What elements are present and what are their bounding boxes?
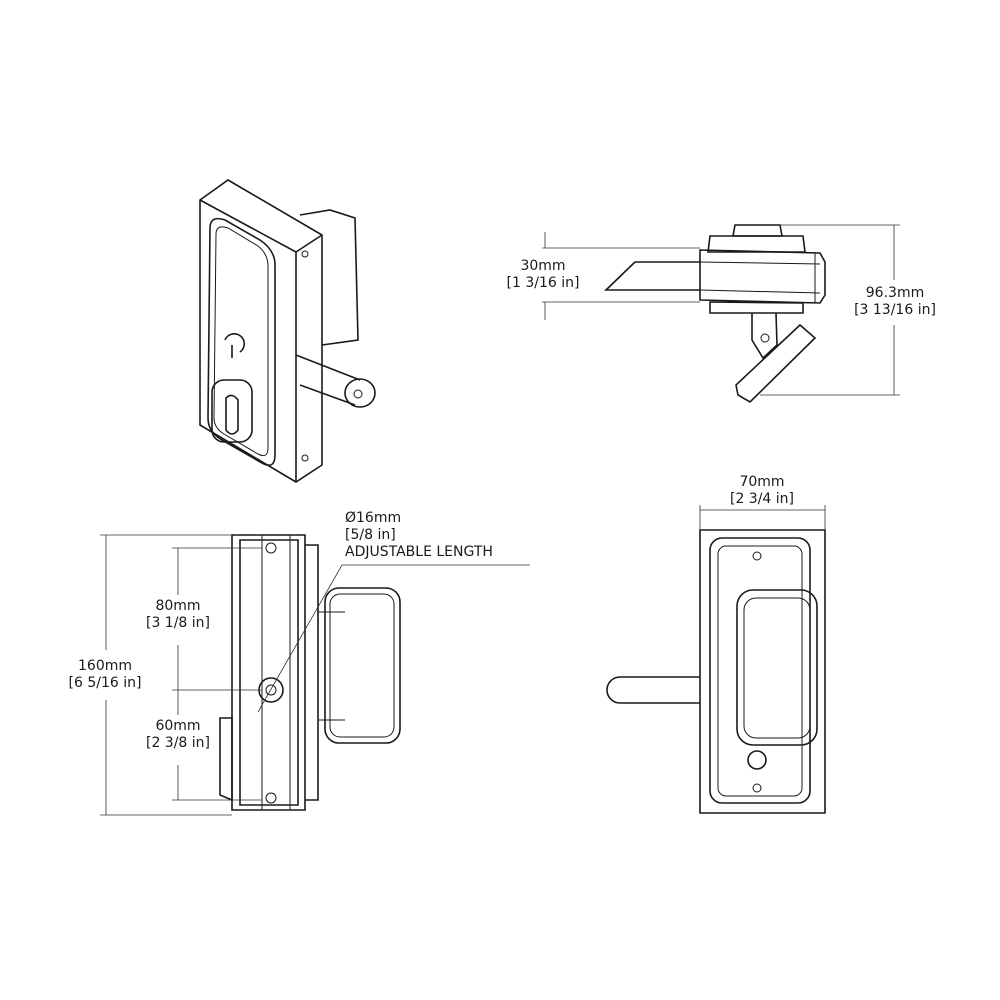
dim-metric: 96.3mm: [865, 285, 925, 301]
dim-metric: 70mm: [739, 474, 785, 490]
dim-metric: 80mm: [155, 598, 201, 614]
dim-overall-height: 160mm[6 5/16 in]: [50, 658, 160, 692]
dim-note: ADJUSTABLE LENGTH: [345, 544, 493, 560]
front-view: [606, 505, 826, 814]
dim-metric: 160mm: [78, 658, 132, 674]
dim-metric: Ø16mm: [345, 510, 402, 526]
dim-top-height: 96.3mm[3 13/16 in]: [840, 285, 950, 319]
isometric-view: [199, 179, 376, 483]
dim-upper-spacing: 80mm[3 1/8 in]: [128, 598, 228, 632]
dim-front-width: 70mm[2 3/4 in]: [712, 474, 812, 508]
dim-imperial: [6 5/16 in]: [68, 675, 142, 691]
top-view: [542, 224, 900, 403]
dim-imperial: [3 1/8 in]: [145, 615, 211, 631]
dim-imperial: [3 13/16 in]: [854, 302, 936, 318]
dim-metric: 60mm: [155, 718, 201, 734]
dim-lower-spacing: 60mm[2 3/8 in]: [128, 718, 228, 752]
dim-imperial: [5/8 in]: [345, 527, 396, 543]
dim-metric: 30mm: [520, 258, 566, 274]
side-view: [100, 534, 530, 816]
dim-imperial: [2 3/4 in]: [729, 491, 795, 507]
dim-top-depth: 30mm[1 3/16 in]: [498, 258, 588, 292]
dim-pin: Ø16mm[5/8 in]ADJUSTABLE LENGTH: [345, 510, 493, 561]
dim-imperial: [1 3/16 in]: [506, 275, 580, 291]
dim-imperial: [2 3/8 in]: [145, 735, 211, 751]
